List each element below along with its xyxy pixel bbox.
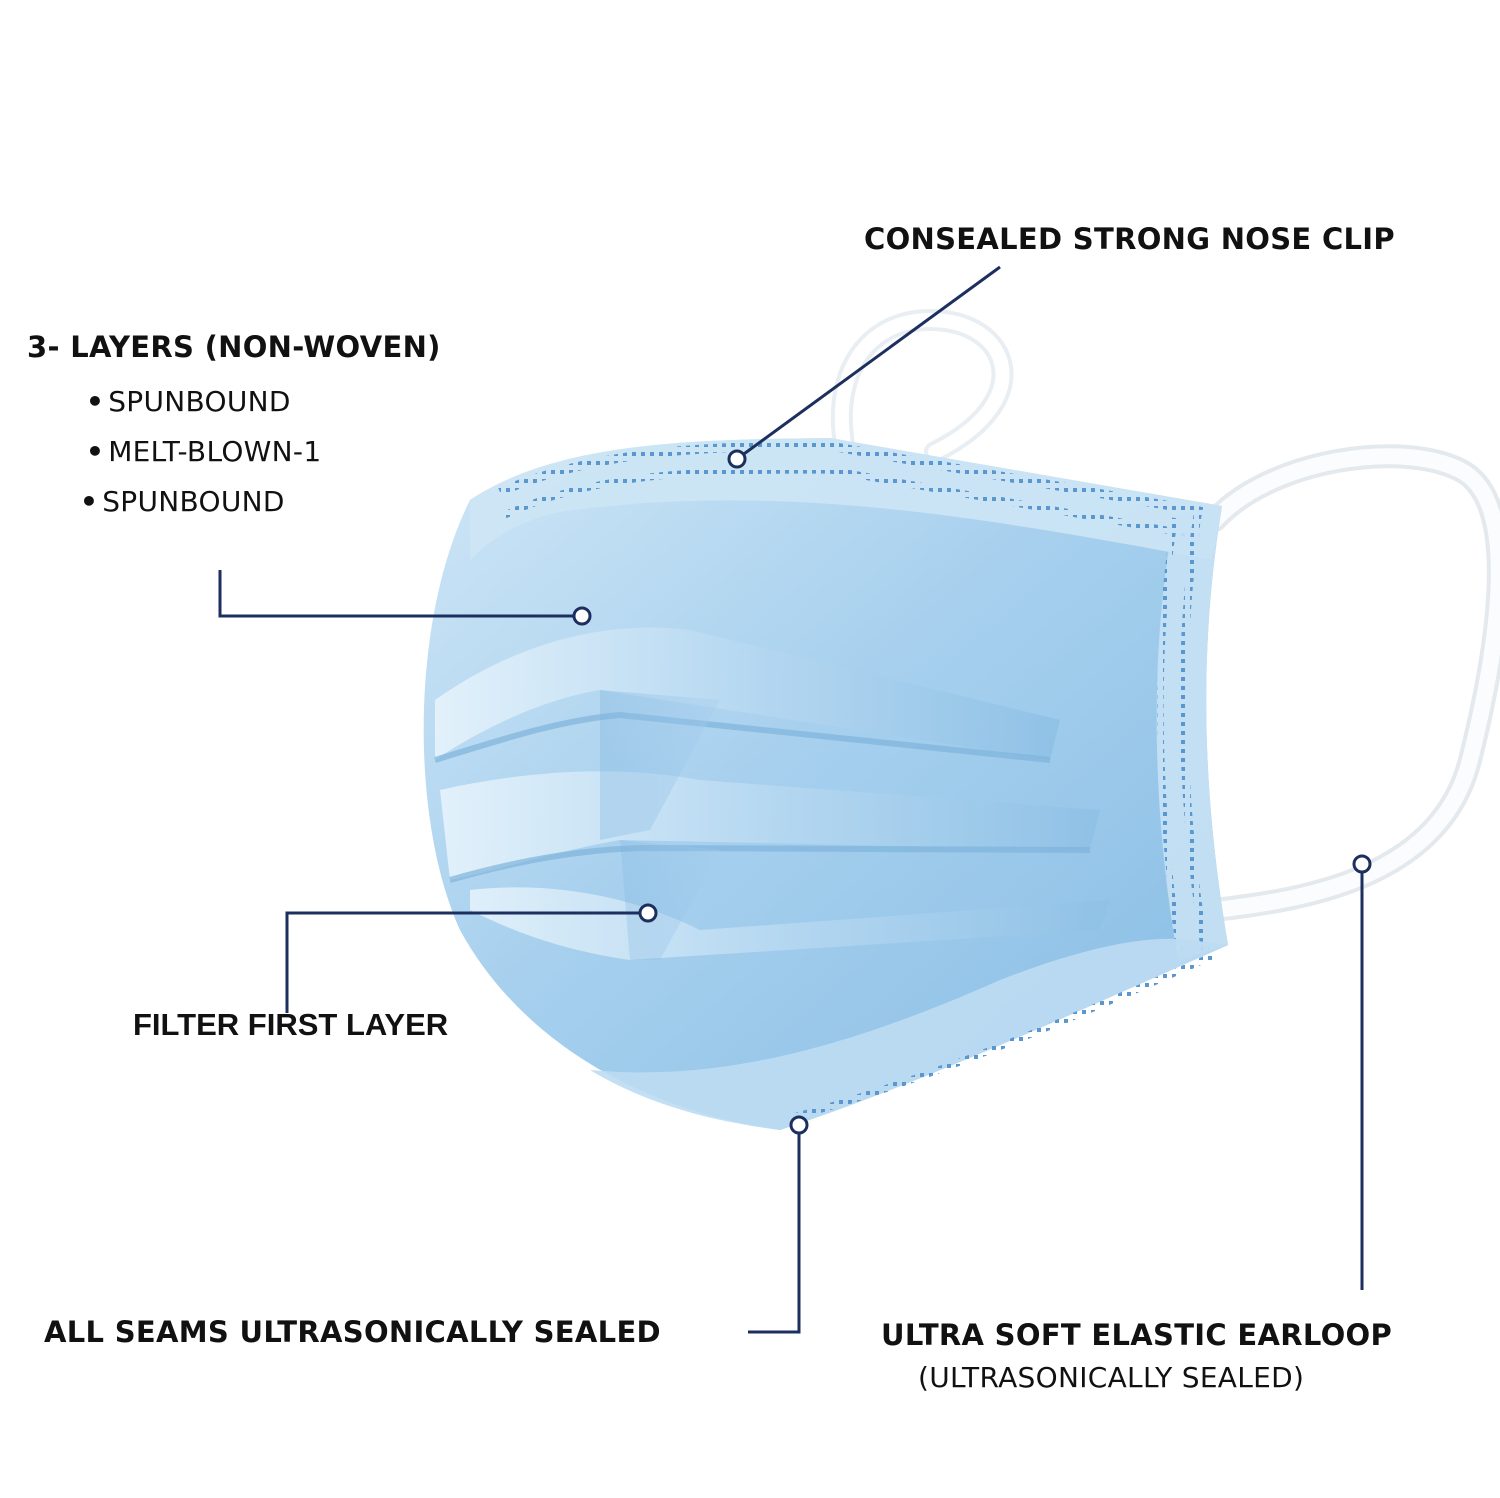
bullet-icon: • xyxy=(80,485,99,518)
anchor-earloop xyxy=(1352,854,1372,874)
anchor-filter xyxy=(638,903,658,923)
leader-layers xyxy=(218,570,582,618)
leader-nose-clip xyxy=(736,265,1001,461)
anchor-nose-clip xyxy=(727,449,747,469)
label-earloop: ULTRA SOFT ELASTIC EARLOOP xyxy=(881,1318,1393,1352)
layer-item-3: •SPUNBOUND xyxy=(80,485,285,518)
anchor-layers xyxy=(572,606,592,626)
bullet-icon: • xyxy=(86,435,105,468)
bullet-icon: • xyxy=(86,385,105,418)
label-filter: FILTER FIRST LAYER xyxy=(133,1007,449,1042)
pleat-1 xyxy=(435,627,1060,760)
layer-item-2: •MELT-BLOWN-1 xyxy=(86,435,322,468)
leader-filter xyxy=(285,911,648,1013)
label-layers-title: 3- LAYERS (NON-WOVEN) xyxy=(27,330,441,364)
label-earloop-sub: (ULTRASONICALLY SEALED) xyxy=(918,1361,1305,1394)
label-nose-clip: CONSEALED STRONG NOSE CLIP xyxy=(864,222,1395,256)
label-seams: ALL SEAMS ULTRASONICALLY SEALED xyxy=(44,1315,661,1349)
anchor-seams xyxy=(789,1115,809,1135)
leader-seams xyxy=(748,1125,801,1334)
layer-item-1: •SPUNBOUND xyxy=(86,385,291,418)
earloop-front xyxy=(1203,444,1500,922)
